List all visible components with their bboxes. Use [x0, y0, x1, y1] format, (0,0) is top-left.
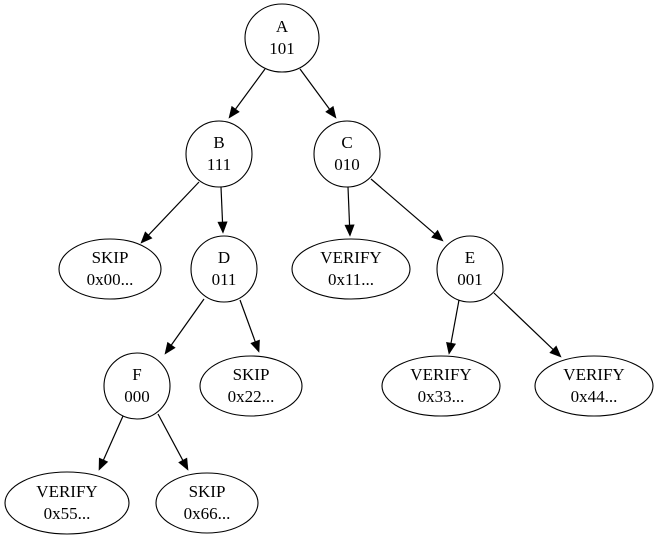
edge-line: [170, 298, 205, 346]
edge-line: [370, 178, 436, 235]
arrowhead-icon: [431, 229, 444, 242]
edges-layer: [98, 68, 562, 471]
node-verify_11[interactable]: VERIFY 0x11...: [291, 238, 411, 300]
node-ellipse-shape[interactable]: [534, 355, 654, 417]
arrowhead-icon: [446, 341, 457, 355]
arrowhead-icon: [217, 221, 228, 234]
edge-line: [157, 413, 184, 461]
node-ellipse-shape[interactable]: [381, 355, 501, 417]
edge-a-to-b: [228, 68, 266, 119]
edge-a-to-c: [299, 68, 337, 119]
node-a[interactable]: A 101: [244, 3, 320, 73]
node-label-secondary: 0x22...: [228, 387, 275, 406]
arrowhead-icon: [98, 457, 109, 471]
edge-line: [347, 186, 351, 226]
node-skip_22[interactable]: SKIP 0x22...: [199, 355, 303, 417]
node-verify_33[interactable]: VERIFY 0x33...: [381, 355, 501, 417]
edge-b-to-skip_00: [140, 181, 200, 244]
edge-line: [493, 292, 554, 350]
arrowhead-icon: [250, 339, 260, 353]
node-label-secondary: 0x55...: [44, 504, 91, 523]
node-label-primary: A: [276, 17, 289, 36]
edge-f-to-skip_66: [157, 413, 189, 471]
edge-c-to-verify_11: [344, 186, 355, 237]
node-label-primary: SKIP: [189, 482, 226, 501]
node-c[interactable]: C 010: [313, 120, 381, 188]
arrowhead-icon: [164, 341, 176, 355]
edge-line: [299, 68, 330, 110]
node-label-secondary: 0x00...: [87, 270, 134, 289]
node-label-primary: D: [218, 248, 230, 267]
edge-d-to-f: [164, 298, 205, 355]
edge-line: [220, 186, 224, 223]
arrowhead-icon: [325, 105, 337, 119]
edge-b-to-d: [217, 186, 228, 234]
node-d[interactable]: D 011: [190, 235, 258, 303]
edge-line: [235, 68, 266, 110]
node-ellipse-shape[interactable]: [291, 238, 411, 300]
node-label-primary: B: [213, 133, 224, 152]
edge-f-to-verify_55: [98, 415, 124, 471]
node-label-primary: VERIFY: [320, 248, 381, 267]
node-skip_00[interactable]: SKIP 0x00...: [58, 238, 162, 300]
edge-line: [239, 299, 256, 342]
nodes-layer: A101B111C010SKIP0x00...D011VERIFY0x11...…: [4, 3, 654, 535]
node-label-primary: F: [132, 365, 141, 384]
node-circle-shape[interactable]: [103, 352, 171, 420]
node-label-secondary: 0x33...: [418, 387, 465, 406]
node-label-secondary: 0x44...: [571, 387, 618, 406]
node-circle-shape[interactable]: [190, 235, 258, 303]
node-label-primary: SKIP: [233, 365, 270, 384]
node-label-secondary: 010: [334, 155, 360, 174]
arrowhead-icon: [549, 345, 562, 358]
edge-e-to-verify_33: [446, 299, 460, 355]
arrowhead-icon: [140, 231, 153, 244]
node-ellipse-shape[interactable]: [155, 472, 259, 534]
edge-line: [148, 181, 200, 236]
node-circle-shape[interactable]: [244, 3, 320, 73]
node-label-secondary: 0x66...: [184, 504, 231, 523]
node-label-primary: C: [341, 133, 352, 152]
node-b[interactable]: B 111: [185, 120, 253, 188]
node-label-primary: VERIFY: [410, 365, 471, 384]
arrowhead-icon: [344, 224, 355, 237]
node-e[interactable]: E 001: [436, 235, 504, 303]
node-ellipse-shape[interactable]: [58, 238, 162, 300]
node-label-secondary: 111: [207, 155, 231, 174]
node-f[interactable]: F 000: [103, 352, 171, 420]
node-label-secondary: 000: [124, 387, 150, 406]
node-label-secondary: 101: [269, 39, 295, 58]
node-verify_44[interactable]: VERIFY 0x44...: [534, 355, 654, 417]
node-label-secondary: 011: [212, 270, 237, 289]
node-ellipse-shape[interactable]: [199, 355, 303, 417]
edge-line: [102, 415, 124, 461]
node-label-primary: E: [465, 248, 475, 267]
node-circle-shape[interactable]: [313, 120, 381, 188]
arrowhead-icon: [228, 105, 240, 119]
node-circle-shape[interactable]: [436, 235, 504, 303]
node-label-secondary: 001: [457, 270, 483, 289]
edge-e-to-verify_44: [493, 292, 562, 358]
edge-c-to-e: [370, 178, 444, 242]
node-label-primary: VERIFY: [36, 482, 97, 501]
node-circle-shape[interactable]: [185, 120, 253, 188]
edge-d-to-skip_22: [239, 299, 260, 353]
node-ellipse-shape[interactable]: [4, 471, 130, 535]
arrowhead-icon: [178, 457, 189, 471]
node-label-primary: SKIP: [92, 248, 129, 267]
node-label-primary: VERIFY: [563, 365, 624, 384]
node-label-secondary: 0x11...: [328, 270, 374, 289]
node-skip_66[interactable]: SKIP 0x66...: [155, 472, 259, 534]
node-verify_55[interactable]: VERIFY 0x55...: [4, 471, 130, 535]
edge-line: [450, 299, 460, 344]
